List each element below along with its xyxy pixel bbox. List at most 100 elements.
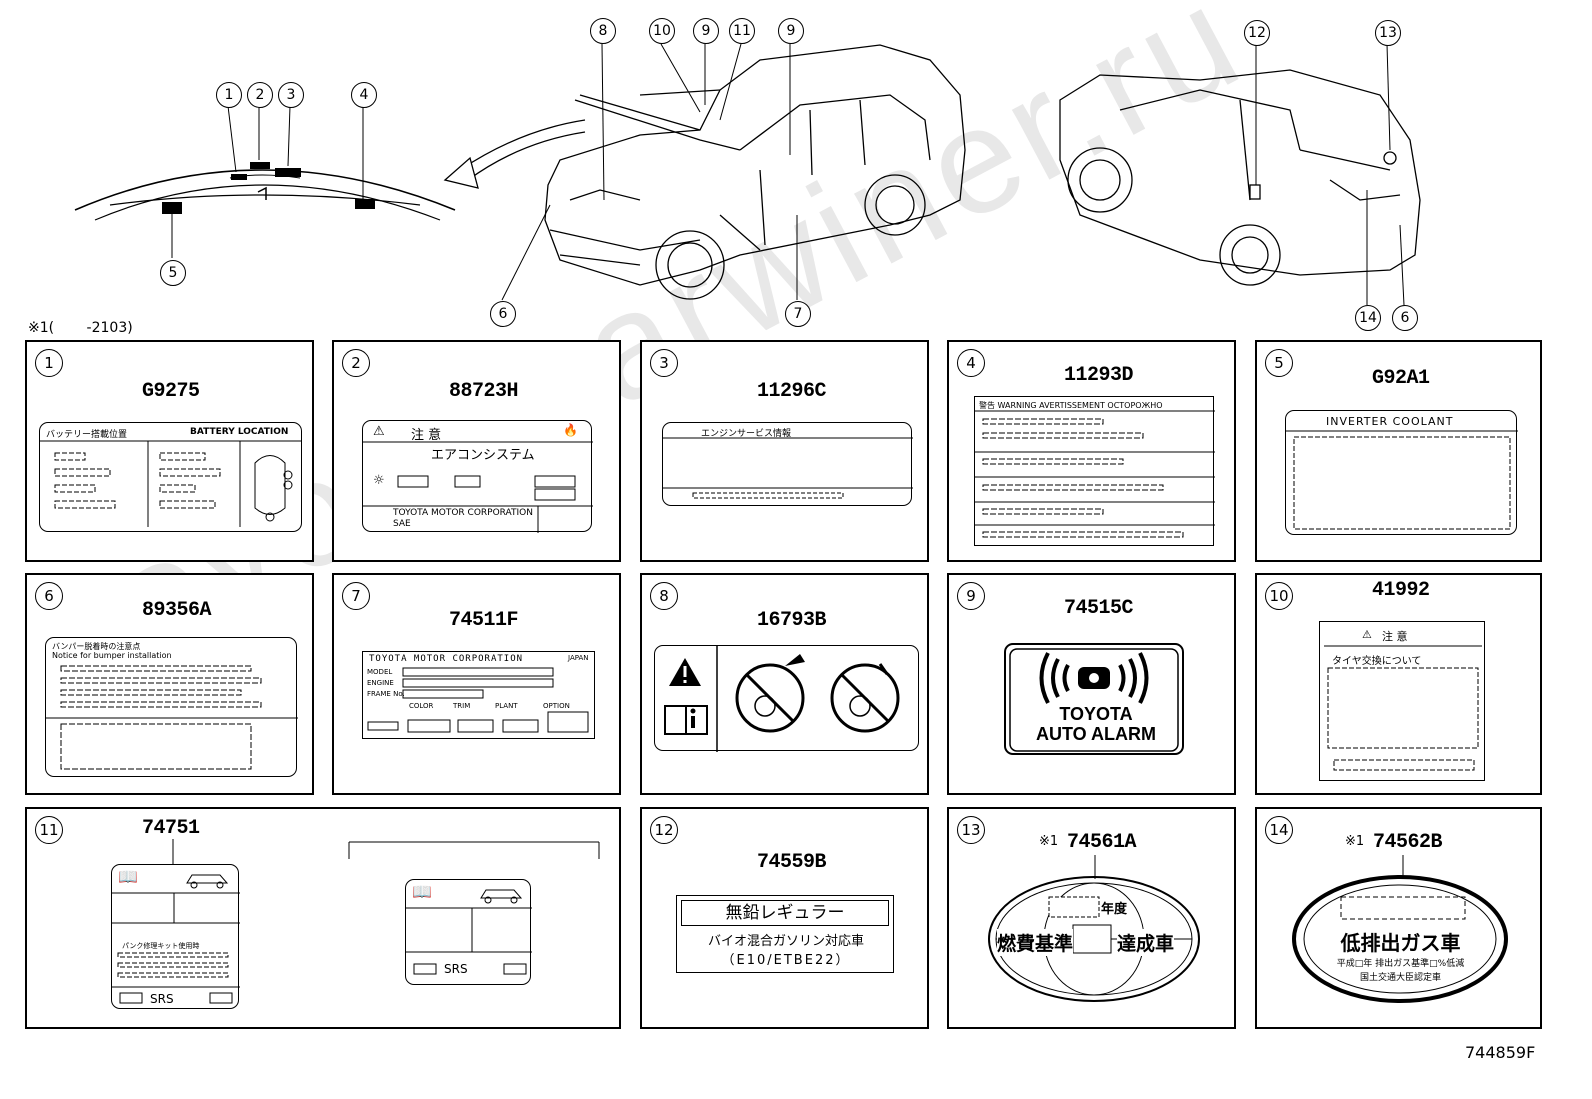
footnote: ※1( -2103) [28, 320, 133, 336]
label-number-3: 3 [650, 349, 678, 377]
srs-text-a: SRS [150, 992, 174, 1006]
part-number-g9275: G9275 [142, 380, 200, 403]
plate-option: OPTION [543, 702, 570, 710]
label-number-8: 8 [650, 582, 678, 610]
callout-7: 7 [785, 301, 811, 327]
callout-6-front: 6 [490, 301, 516, 327]
tire-warning-triangle-icon: ⚠ [1362, 628, 1372, 641]
low-emission-sticker-graphic [1292, 855, 1508, 1003]
label-cell-4: 4 11293D 警告 WARNING AVERTISSEMENT ОСТОРО… [947, 340, 1236, 562]
plate-model: MODEL [367, 668, 393, 676]
label-number-1: 1 [35, 349, 63, 377]
engine-service-label: エンジンサービス情報 [662, 422, 913, 506]
label-number-5: 5 [1265, 349, 1293, 377]
callout-8: 8 [590, 18, 616, 44]
callout-9-a: 9 [693, 18, 719, 44]
label-cell-11: 11 74751 📖 パンク修理キット使用時 SRS 📖 SRS [25, 807, 621, 1029]
auto-alarm-label: TOYOTA AUTO ALARM [1004, 643, 1184, 755]
figure-id: 744859F [1465, 1043, 1536, 1062]
callout-1: 1 [216, 82, 242, 108]
label-cell-6: 6 89356A バンパー脱着時の注意点 Notice for bumper i… [25, 573, 314, 795]
label-number-6: 6 [35, 582, 63, 610]
battery-location-label: バッテリー搭載位置 BATTERY LOCATION [39, 422, 302, 532]
label-number-10: 10 [1265, 582, 1293, 610]
label-cell-5: 5 G92A1 INVERTER COOLANT [1255, 340, 1542, 562]
hood-pictogram-graphic [664, 646, 900, 752]
coolant-label-graphic [1286, 430, 1518, 530]
callout-10: 10 [649, 18, 675, 44]
part-number-74751: 74751 [142, 817, 200, 840]
fuel-type-main: 無鉛レギュラー [681, 900, 889, 926]
manual-icon: 📖 [118, 867, 138, 886]
ac-system-text: エアコンシステム [431, 448, 535, 463]
sun-icon: ☼ [373, 473, 385, 488]
plate-engine: ENGINE [367, 679, 394, 687]
part-number-16793b: 16793B [757, 609, 827, 632]
alarm-line2: AUTO ALARM [1036, 724, 1156, 744]
ac-sae: SAE [393, 519, 411, 529]
hood-warning-pictogram [654, 645, 919, 752]
manual-icon-b: 📖 [412, 882, 432, 901]
label-cell-13: 13 ※1 74561A 年度 燃費基準 達成車 [947, 807, 1236, 1029]
low-emission-certified: 国土交通大臣認定車 [1359, 973, 1441, 983]
part-number-41992: 41992 [1372, 579, 1430, 602]
tire-subtitle: タイヤ交換について [1332, 656, 1422, 667]
label-cell-10: 10 41992 ⚠ 注 意 タイヤ交換について [1255, 573, 1542, 795]
battery-header-en: BATTERY LOCATION [190, 427, 289, 437]
label-11-bracket [172, 839, 600, 864]
alarm-line1: TOYOTA [1059, 704, 1133, 724]
label-cell-7: 7 74511F TOYOTA MOTOR CORPORATION JAPAN … [332, 573, 621, 795]
label-cell-3: 3 11296C エンジンサービス情報 [640, 340, 929, 562]
label-cell-9: 9 74515C TOYOTA AUTO ALARM [947, 573, 1236, 795]
callout-12: 12 [1244, 20, 1270, 46]
part-number-74561a: 74561A [1067, 831, 1137, 854]
ac-caution: 注 意 [411, 428, 442, 443]
fuel-economy-standard: 燃費基準 [997, 929, 1074, 956]
note-mark-13: ※1 [1039, 834, 1059, 849]
tire-info-label-intl: 📖 SRS [405, 879, 532, 985]
part-number-89356a: 89356A [142, 599, 212, 622]
fuel-type-bio: バイオ混合ガソリン対応車 [707, 934, 864, 949]
callout-2: 2 [247, 82, 273, 108]
flame-icon: 🔥 [563, 423, 578, 437]
multilang-warning-label: 警告 WARNING AVERTISSEMENT ОСТОРОЖНО [974, 396, 1215, 546]
part-number-11293d: 11293D [1064, 364, 1134, 387]
callout-3: 3 [278, 82, 304, 108]
plate-maker: TOYOTA MOTOR CORPORATION [369, 654, 524, 664]
part-number-74515c: 74515C [1064, 597, 1134, 620]
part-number-74511f: 74511F [449, 609, 519, 632]
label-cell-1: 1 G9275 バッテリー搭載位置 BATTERY LOCATION [25, 340, 314, 562]
battery-header-jp: バッテリー搭載位置 [46, 430, 128, 440]
part-number-74562b: 74562B [1373, 831, 1443, 854]
label-cell-12: 12 74559B 無鉛レギュラー バイオ混合ガソリン対応車 （E10/ETBE… [640, 807, 929, 1029]
label-number-9: 9 [957, 582, 985, 610]
battery-label-graphic [40, 440, 302, 527]
engine-service-header: エンジンサービス情報 [701, 429, 792, 439]
bumper-label-graphic [46, 665, 298, 770]
label-number-7: 7 [342, 582, 370, 610]
tire-caution-label: ⚠ 注 意 タイヤ交換について [1319, 621, 1485, 781]
tire-caution: 注 意 [1382, 630, 1408, 643]
label-number-2: 2 [342, 349, 370, 377]
tire-info-label-jp: 📖 パンク修理キット使用時 SRS [111, 864, 240, 1009]
callout-4: 4 [351, 82, 377, 108]
inverter-coolant-header: INVERTER COOLANT [1326, 415, 1454, 428]
srs-text-b: SRS [444, 962, 468, 976]
part-number-11296c: 11296C [757, 380, 827, 403]
plate-plant: PLANT [495, 702, 518, 710]
plate-graphic [367, 667, 589, 733]
inverter-coolant-label: INVERTER COOLANT [1285, 410, 1518, 535]
tire-info-graphic-b [406, 889, 532, 975]
plate-frame: FRAME No. [367, 690, 405, 698]
label-cell-14: 14 ※1 74562B 低排出ガス車 平成□年 排出ガス基準□%低減 国土交通… [1255, 807, 1542, 1029]
label-number-14: 14 [1265, 816, 1293, 844]
bumper-header-en: Notice for bumper installation [52, 651, 172, 660]
fuel-type-etbe: （E10/ETBE22） [721, 953, 851, 968]
part-number-g92a1: G92A1 [1372, 367, 1430, 390]
bumper-notice-label: バンパー脱着時の注意点 Notice for bumper installati… [45, 637, 298, 777]
ac-label-graphic [363, 441, 593, 533]
callout-14: 14 [1355, 305, 1381, 331]
label-cell-2: 2 88723H ⚠ 注 意 🔥 エアコンシステム ☼ TOYOTA MOTOR… [332, 340, 621, 562]
tire-label-graphic [1324, 645, 1482, 771]
